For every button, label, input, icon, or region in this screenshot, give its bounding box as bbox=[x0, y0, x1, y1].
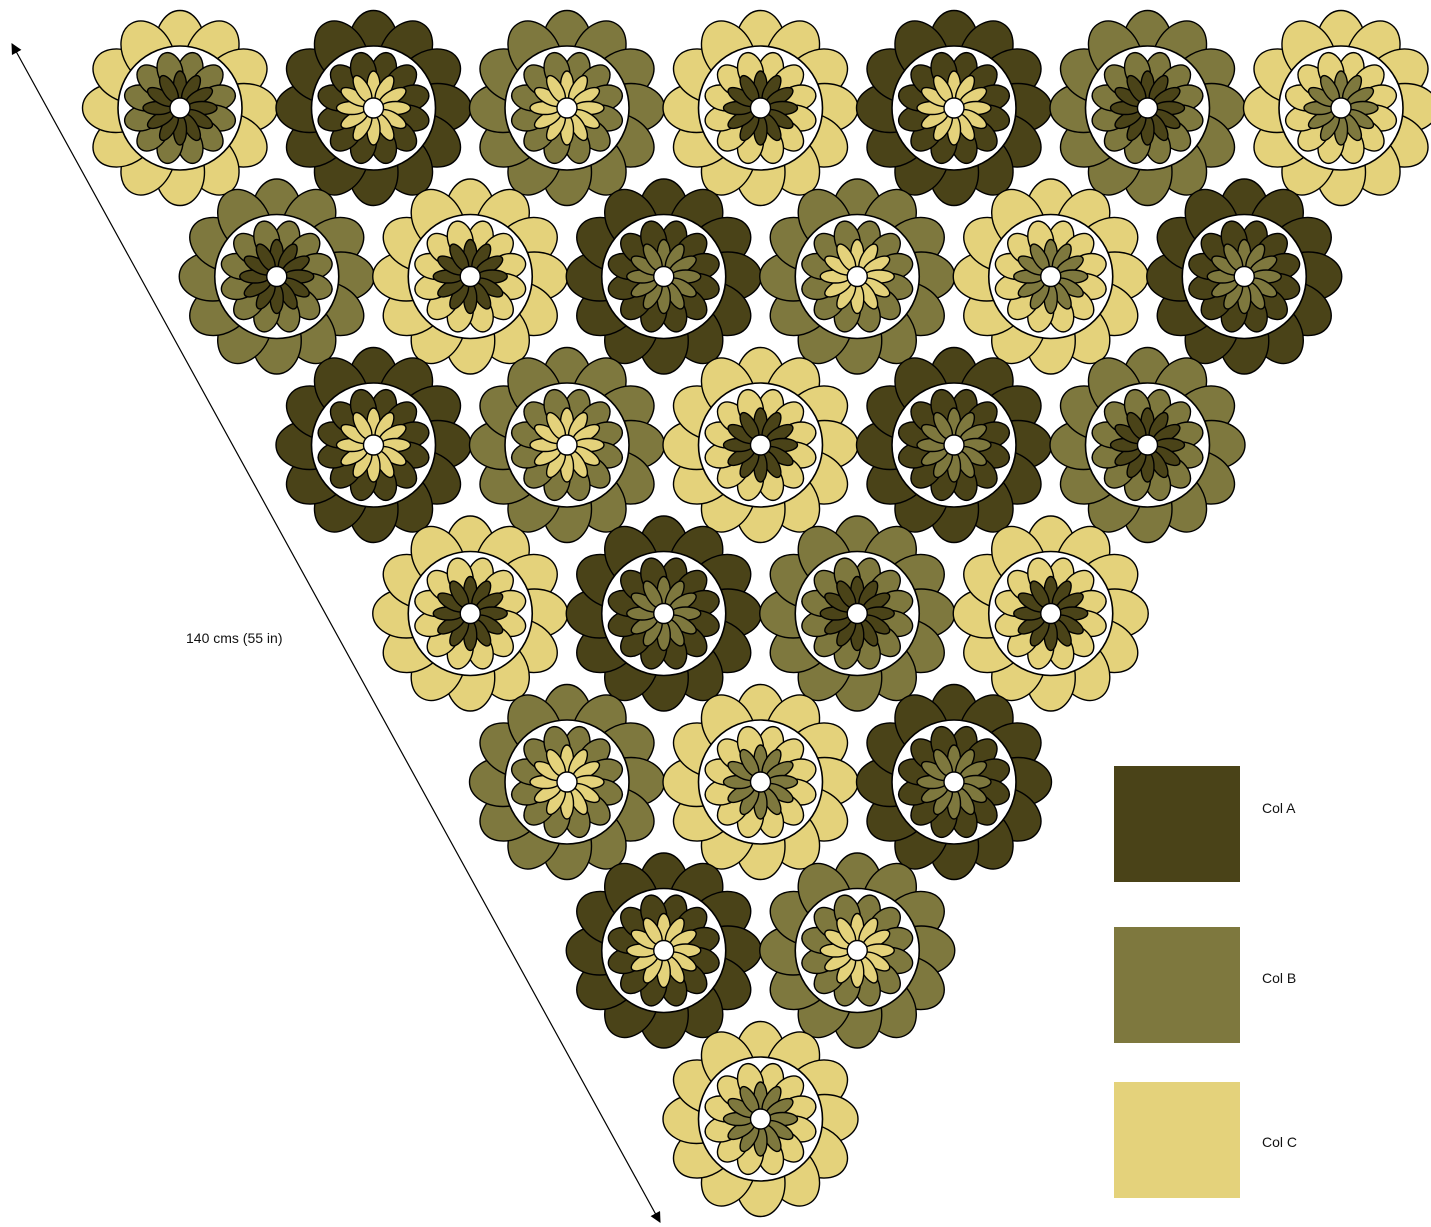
flower-motif-r1-c2 bbox=[275, 9, 472, 207]
flower-motif-r5-c2 bbox=[662, 683, 859, 881]
flower-motif-r2-c5 bbox=[952, 178, 1149, 375]
flower-motif-r1-c4 bbox=[662, 9, 859, 207]
flower-motif-r3-c1 bbox=[275, 346, 472, 544]
flower-motif-r3-c5 bbox=[1049, 346, 1246, 544]
flower-motif-r2-c3 bbox=[565, 178, 762, 375]
color-swatch-c bbox=[1114, 1082, 1240, 1198]
legend-label-c: Col C bbox=[1262, 1134, 1298, 1150]
color-swatch-b bbox=[1114, 927, 1240, 1043]
flower-motif-r4-c1 bbox=[372, 515, 569, 712]
flower-motif-r3-c2 bbox=[468, 346, 666, 544]
color-swatch-a bbox=[1114, 766, 1240, 882]
flower-motif-r2-c4 bbox=[759, 178, 956, 375]
flower-motif-r2-c6 bbox=[1146, 178, 1343, 375]
flower-motif-r6-c2 bbox=[759, 852, 956, 1049]
flower-motif-r4-c4 bbox=[952, 515, 1149, 712]
dimension-label: 140 cms (55 in) bbox=[186, 630, 283, 646]
flower-motif-r6-c1 bbox=[565, 852, 762, 1049]
flower-motif-r3-c4 bbox=[855, 346, 1053, 544]
legend-label-a: Col A bbox=[1262, 800, 1296, 816]
flower-motif-r5-c1 bbox=[468, 683, 666, 881]
flower-motif-r1-c3 bbox=[468, 9, 666, 207]
legend-label-b: Col B bbox=[1262, 970, 1297, 986]
flower-motif-r3-c3 bbox=[662, 346, 859, 544]
flower-motif-r4-c2 bbox=[565, 515, 762, 712]
flower-motif-r1-c6 bbox=[1049, 9, 1246, 207]
dimension-arrow bbox=[11, 43, 661, 1223]
flower-motif-r2-c1 bbox=[178, 178, 375, 375]
flower-motif-r5-c3 bbox=[855, 683, 1053, 881]
flower-motif-r4-c3 bbox=[759, 515, 956, 712]
flower-motif-r1-c5 bbox=[855, 9, 1053, 207]
flower-motif-r1-c7 bbox=[1242, 9, 1431, 207]
flower-motif-r1-c1 bbox=[81, 9, 279, 207]
flower-motif-r7-c1 bbox=[662, 1020, 859, 1218]
flower-motif-r2-c2 bbox=[372, 178, 569, 375]
